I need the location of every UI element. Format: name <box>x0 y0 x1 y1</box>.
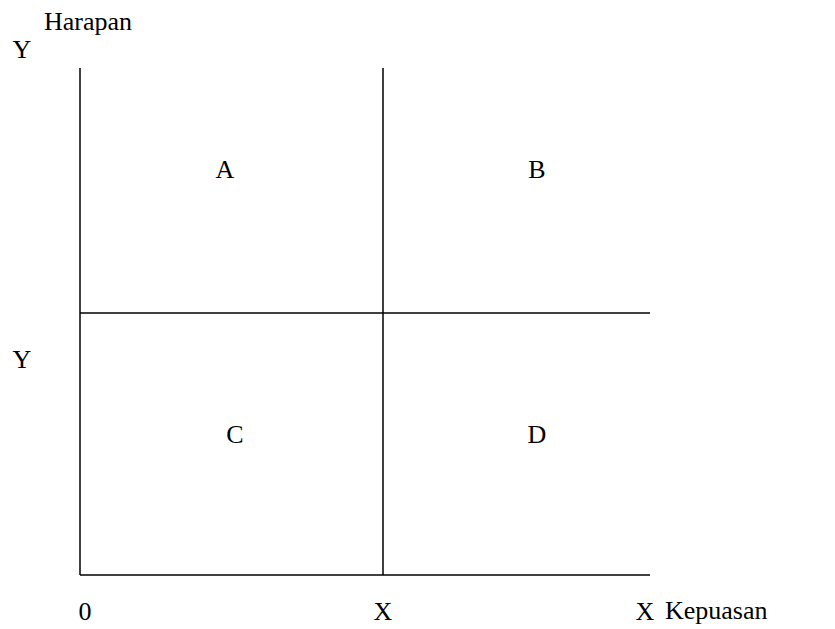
axis-title: Harapan <box>44 8 132 37</box>
quadrant-label: C <box>226 421 243 450</box>
quadrant-label: B <box>528 156 545 185</box>
x-axis <box>80 574 650 576</box>
axis-value: Y <box>13 346 32 375</box>
y-axis <box>79 68 81 575</box>
vertical-divider <box>382 68 384 575</box>
axis-value: X <box>636 598 655 627</box>
quadrant-label: A <box>216 156 235 185</box>
horizontal-divider <box>80 312 650 314</box>
axis-value: Y <box>13 36 32 65</box>
axis-value: X <box>374 598 393 627</box>
quadrant-label: D <box>528 421 547 450</box>
axis-value: 0 <box>79 598 92 627</box>
axis-title: Kepuasan <box>665 597 768 626</box>
